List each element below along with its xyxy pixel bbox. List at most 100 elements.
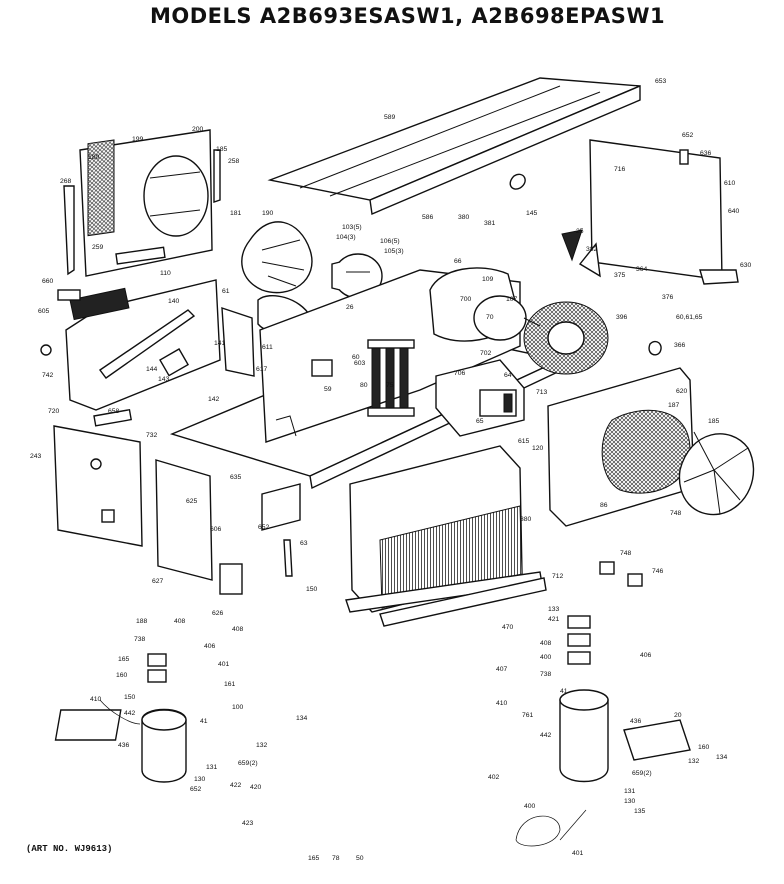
callout-label: 161 xyxy=(224,681,236,688)
callout-label: 268 xyxy=(60,178,72,185)
callout-label: 420 xyxy=(250,784,262,791)
callout-label: 243 xyxy=(30,453,42,460)
callout-label: 713 xyxy=(536,389,548,396)
callout-label: 615 xyxy=(518,438,530,445)
callout-label: 26 xyxy=(346,304,354,311)
callout-label: 188 xyxy=(136,618,148,625)
callout-label: 132 xyxy=(688,758,700,765)
callout-label: 407 xyxy=(496,666,508,673)
callout-label: 436 xyxy=(118,742,130,749)
callout-label: 406 xyxy=(640,652,652,659)
callout-label: 702 xyxy=(480,350,492,357)
callout-label: 65 xyxy=(476,418,484,425)
front-grille-panel xyxy=(79,129,213,277)
heater-element xyxy=(367,339,415,417)
callout-label: 135 xyxy=(634,808,646,815)
callout-label: 106(5) xyxy=(380,238,400,245)
callout-label: 401 xyxy=(572,850,584,857)
callout-label: 103(5) xyxy=(342,224,362,231)
callout-label: 199 xyxy=(132,136,144,143)
callout-label: 470 xyxy=(502,624,514,631)
callout-label: 165 xyxy=(308,855,320,862)
callout-label: 160 xyxy=(698,744,710,751)
callout-label: 659(2) xyxy=(632,770,652,777)
callout-label: 381 xyxy=(484,220,496,227)
callout-label: 109 xyxy=(482,276,494,283)
callout-label: 421 xyxy=(548,616,560,623)
callout-label: 150 xyxy=(306,586,318,593)
callout-label: 130 xyxy=(624,798,636,805)
callout-label: 86 xyxy=(600,502,608,509)
callout-label: 625 xyxy=(186,498,198,505)
evaporator-coil xyxy=(345,445,547,627)
callout-label: 742 xyxy=(42,372,54,379)
callout-label: 442 xyxy=(124,710,136,717)
callout-label: 640 xyxy=(728,208,740,215)
callout-label: 61 xyxy=(222,288,230,295)
left-lower-panels xyxy=(53,425,301,595)
callout-label: 408 xyxy=(540,640,552,647)
callout-label: 134 xyxy=(296,715,308,722)
callout-label: 652 xyxy=(190,786,202,793)
callout-label: 422 xyxy=(230,782,242,789)
callout-label: 603 xyxy=(354,360,366,367)
callout-label: 258 xyxy=(228,158,240,165)
callout-label: 375 xyxy=(614,272,626,279)
callout-label: 107 xyxy=(506,296,518,303)
callout-label: 105(3) xyxy=(384,248,404,255)
callout-label: 141 xyxy=(214,340,226,347)
callout-label: 165 xyxy=(118,656,130,663)
callout-label: 589 xyxy=(384,114,396,121)
callout-label: 41 xyxy=(560,688,568,695)
callout-label: 400 xyxy=(540,654,552,661)
callout-label: 187 xyxy=(668,402,680,409)
callout-label: 720 xyxy=(48,408,60,415)
callout-label: 410 xyxy=(496,700,508,707)
condenser-shroud xyxy=(547,367,755,527)
callout-label: 376 xyxy=(662,294,674,301)
callout-label: 700 xyxy=(460,296,472,303)
callout-label: 748 xyxy=(620,550,632,557)
models-title: MODELS A2B693ESASW1, A2B698EPASW1 xyxy=(150,4,666,28)
callout-label: 50 xyxy=(356,855,364,862)
callout-label: 130 xyxy=(194,776,206,783)
callout-label: 586 xyxy=(422,214,434,221)
callout-label: 410 xyxy=(90,696,102,703)
callout-label: 104(3) xyxy=(336,234,356,241)
callout-label: 78 xyxy=(332,855,340,862)
callout-label: 610 xyxy=(724,180,736,187)
callout-label: 142 xyxy=(208,396,220,403)
callout-label: 259 xyxy=(92,244,104,251)
callout-label: 60,61,65 xyxy=(676,314,703,321)
callout-label: 131 xyxy=(624,788,636,795)
callout-label: 132 xyxy=(256,742,268,749)
callout-label: 652 xyxy=(682,132,694,139)
callout-label: 706 xyxy=(454,370,466,377)
callout-label: 408 xyxy=(232,626,244,633)
callout-label: 732 xyxy=(146,432,158,439)
callout-label: 630 xyxy=(740,262,752,269)
callout-label: 738 xyxy=(540,671,552,678)
callout-label: 140 xyxy=(168,298,180,305)
callout-label: 626 xyxy=(212,610,224,617)
callout-label: 406 xyxy=(204,643,216,650)
callout-label: 70 xyxy=(486,314,494,321)
callout-label: 134 xyxy=(716,754,728,761)
callout-label: 635 xyxy=(230,474,242,481)
callout-label: 185 xyxy=(216,146,228,153)
callout-label: 636 xyxy=(700,150,712,157)
callout-label: 59 xyxy=(324,386,332,393)
callout-label: 652 xyxy=(258,524,270,531)
callout-label: 442 xyxy=(540,732,552,739)
callout-label: 617 xyxy=(256,366,268,373)
callout-label: 402 xyxy=(488,774,500,781)
callout-label: 627 xyxy=(152,578,164,585)
callout-label: 60 xyxy=(352,354,360,361)
callout-label: 145 xyxy=(526,210,538,217)
callout-label: 748 xyxy=(670,510,682,517)
callout-label: 364 xyxy=(636,266,648,273)
callout-label: 120 xyxy=(532,445,544,452)
callout-label: 716 xyxy=(614,166,626,173)
